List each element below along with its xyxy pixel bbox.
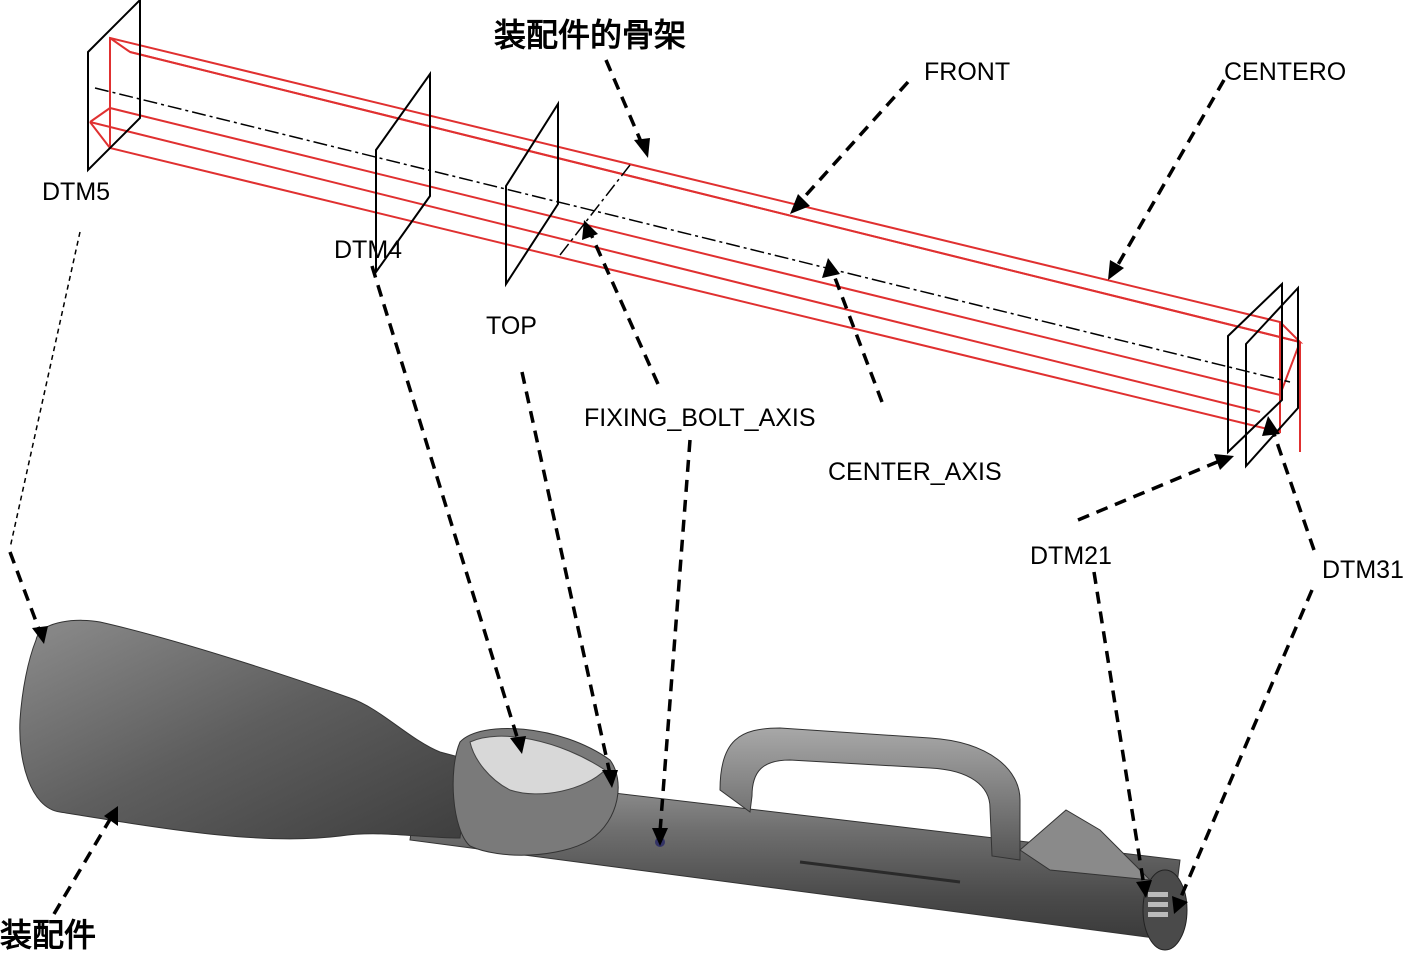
arrowhead-front (790, 194, 810, 214)
arrow-dtm4 (370, 265, 520, 741)
arrowhead-dtm21-down (1136, 880, 1152, 898)
arrow-skeleton-title (604, 59, 644, 145)
label-center-axis: CENTER_AXIS (828, 458, 1002, 486)
vent-2 (1148, 902, 1168, 907)
arrow-front (796, 80, 910, 206)
title-assembly-skeleton: 装配件的骨架 (494, 16, 686, 54)
skeleton-left-link (89, 121, 111, 149)
arrow-assembly (52, 815, 114, 915)
arrowhead-centero (1108, 260, 1124, 280)
assembly-part (19, 619, 1188, 951)
arrow-centero (1114, 79, 1226, 269)
skeleton-mid-edge-b (89, 121, 1261, 413)
arrow-dtm5-bottom (8, 551, 42, 633)
vent-1 (1148, 892, 1168, 897)
center-axis-line (94, 87, 1291, 383)
datum-plane-top (505, 100, 559, 288)
skeleton-mid-edge-a (89, 106, 1301, 397)
skeleton-outer-face (109, 36, 1281, 434)
arrow-dtm5-dotted (9, 231, 81, 549)
fixing-bolt-axis-line (559, 164, 631, 256)
bell-end (19, 619, 471, 840)
skeleton-back-edge (129, 51, 1301, 343)
arrowhead-skeleton (634, 138, 650, 158)
label-dtm4: DTM4 (334, 236, 402, 264)
arrow-fixing-bolt-axis-top (588, 231, 660, 385)
end-cap-vents (1148, 892, 1168, 917)
arrowhead-fixing-bottom (652, 828, 668, 846)
skeleton-bar (89, 36, 1304, 452)
arrowhead-fixing-top (582, 220, 598, 240)
arrow-top (520, 371, 612, 775)
arrowhead-dtm31-down (1172, 896, 1188, 914)
label-dtm5: DTM5 (42, 178, 110, 206)
datum-plane-dtm4 (375, 70, 431, 276)
tube-slot (799, 860, 961, 884)
arrow-dtm31-up (1270, 427, 1316, 551)
arrowhead-dtm31 (1262, 416, 1280, 436)
title-assembly: 装配件 (0, 916, 96, 954)
arrowhead-top (602, 770, 618, 788)
arrow-dtm21-down (1092, 571, 1146, 887)
arrow-dtm31-down (1176, 589, 1314, 905)
label-front: FRONT (924, 58, 1010, 86)
datum-plane-dtm21 (1227, 281, 1283, 455)
label-centero: CENTERO (1224, 58, 1346, 86)
arrowhead-center-axis (822, 258, 840, 278)
arrowhead-dtm5 (32, 626, 48, 644)
arrow-dtm21-up (1077, 458, 1223, 522)
label-fixing-bolt-axis: FIXING_BOLT_AXIS (584, 404, 816, 432)
arrowhead-assembly (104, 806, 118, 826)
end-cap (1142, 869, 1188, 951)
arrowhead-dtm21 (1214, 454, 1234, 470)
datum-plane-dtm5 (87, 0, 141, 173)
arrow-center-axis (830, 269, 884, 403)
label-dtm31: DTM31 (1322, 556, 1404, 584)
label-dtm21: DTM21 (1030, 542, 1112, 570)
arrow-fixing-bolt-axis-bottom (658, 439, 692, 833)
skeleton-top-edge (109, 37, 1304, 344)
mount-bracket (1019, 809, 1152, 881)
vent-3 (1148, 912, 1168, 917)
arrowhead-dtm4 (510, 736, 526, 754)
datum-plane-dtm31 (1245, 285, 1299, 469)
label-top: TOP (486, 312, 537, 340)
handle-loop (719, 727, 1021, 861)
